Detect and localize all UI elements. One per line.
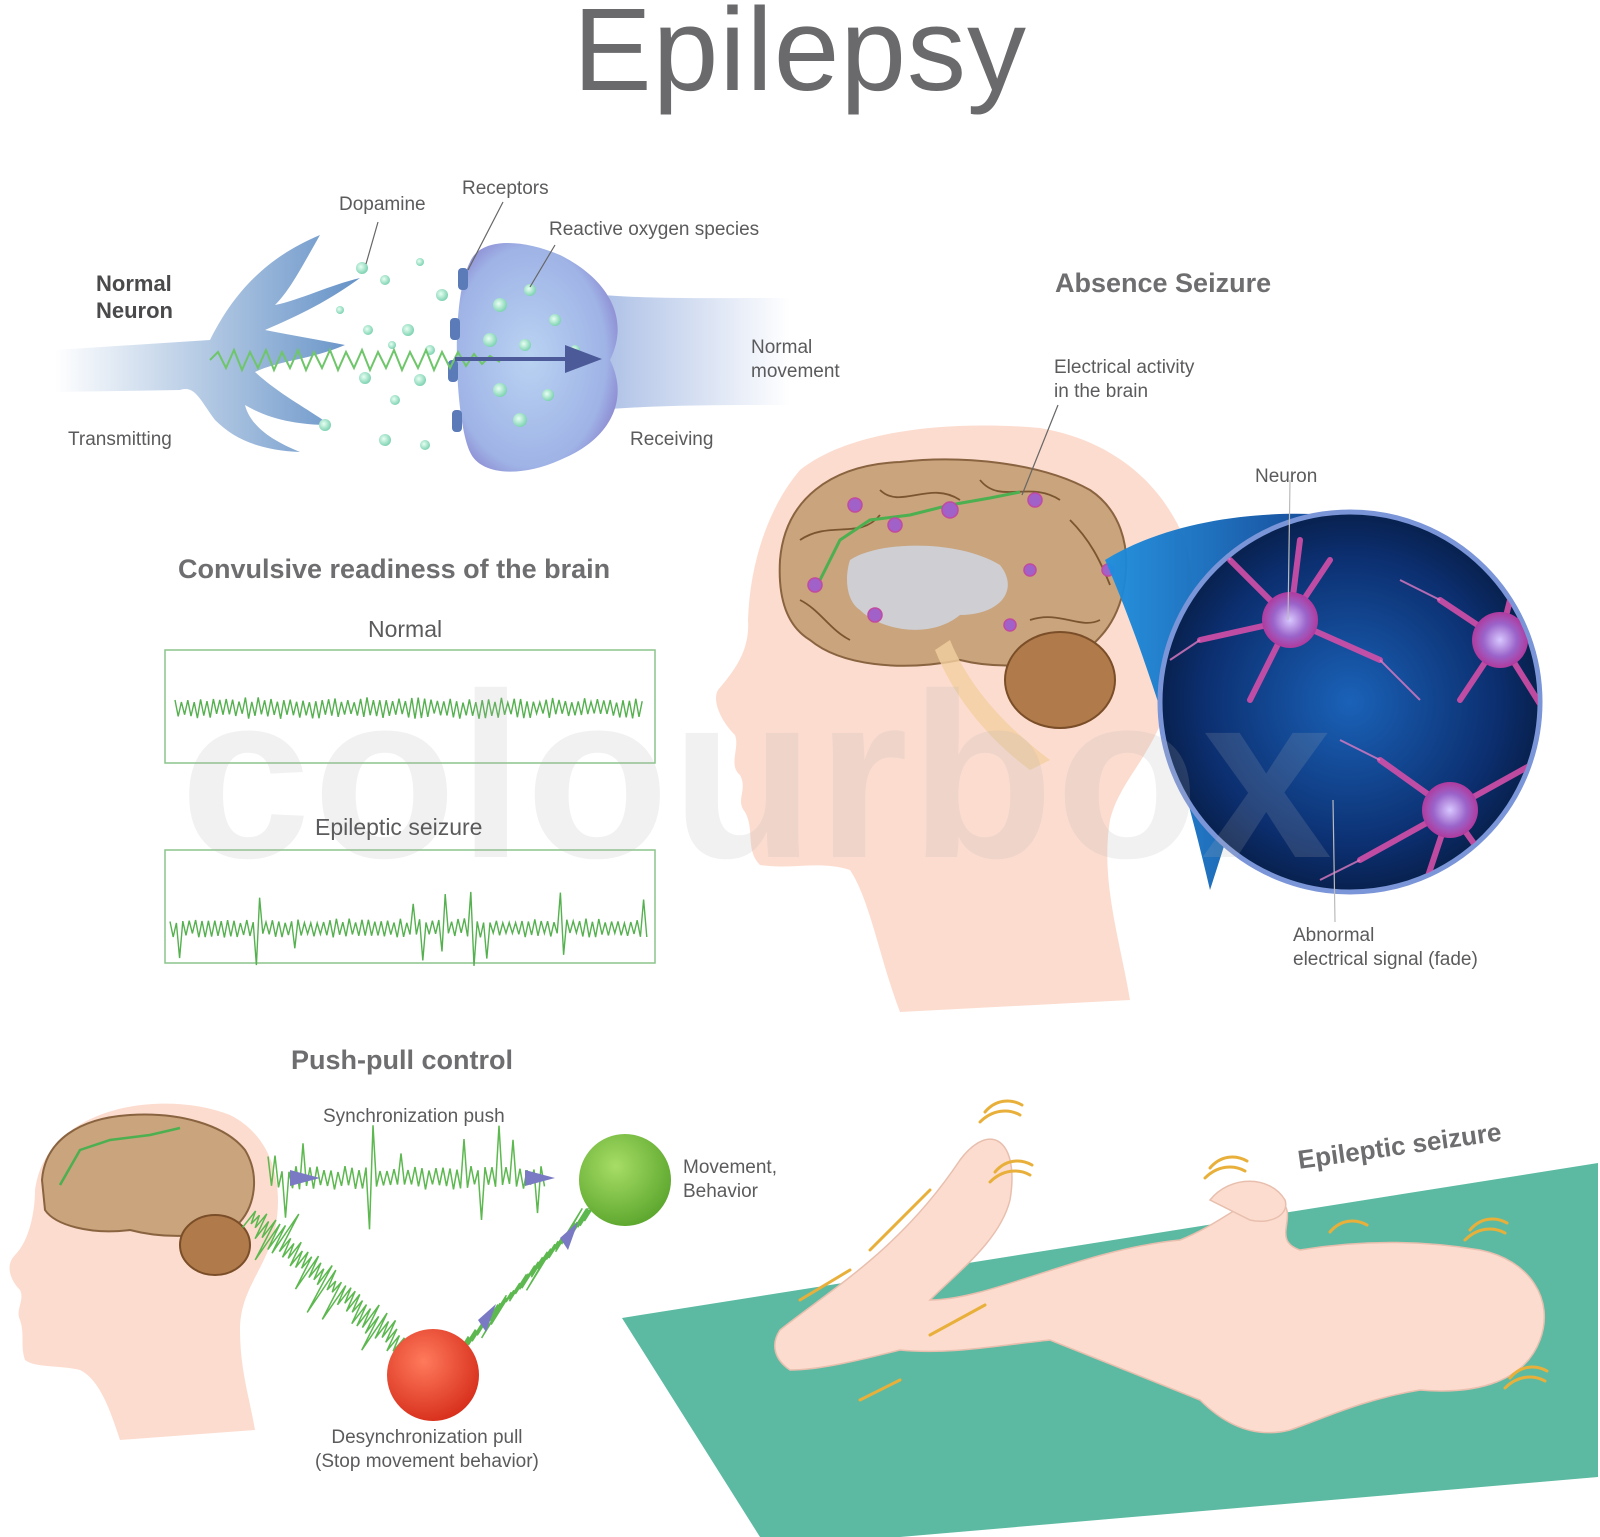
push-pull-diagram: [9, 1103, 671, 1440]
synapse-diagram: [55, 201, 790, 472]
abnormal-signal-line1: Abnormal: [1293, 925, 1375, 946]
ros-leader: [529, 244, 556, 288]
signal-arrow-head: [565, 345, 602, 373]
seizure-eeg-trace: [169, 891, 648, 966]
sync-push-label: Synchronization push: [323, 1106, 505, 1127]
electrical-activity-leader: [1021, 404, 1059, 496]
dopamine-leader: [365, 221, 379, 265]
pull-wave-up: [446, 1189, 604, 1368]
small-cerebellum: [179, 1214, 251, 1276]
dopamine-label: Dopamine: [339, 194, 426, 215]
brain-stem: [935, 640, 1050, 770]
desync-pull-label: Desynchronization pull (Stop movement be…: [315, 1426, 539, 1474]
normal-movement-label: Normal movement: [751, 336, 840, 384]
movement-behavior-line1: Movement,: [683, 1157, 777, 1178]
push-arrow-left: [290, 1170, 320, 1186]
brain-neurons: [807, 492, 1115, 632]
cerebellum: [1004, 631, 1116, 729]
receiving-axon: [560, 290, 790, 415]
convulsive-heading: Convulsive readiness of the brain: [178, 554, 611, 584]
watermark: colourbox: [180, 644, 1334, 907]
abnormal-signal-line2: electrical signal (fade): [1293, 949, 1478, 970]
sync-push-wave: [267, 1125, 546, 1230]
brain-inner: [847, 545, 1008, 630]
brain-gyri: [799, 479, 1111, 641]
receptors-label: Receptors: [462, 178, 549, 199]
normal-neuron-heading-line1: Normal: [96, 271, 172, 296]
seizure-eeg-box: [164, 849, 656, 964]
push-arrow-right: [525, 1170, 555, 1186]
neurotransmitter-dots: [319, 258, 580, 450]
page-title: Epilepsy: [572, 0, 1027, 116]
epileptic-eeg-label: Epileptic seizure: [315, 814, 483, 840]
neuron-label: Neuron: [1255, 466, 1318, 487]
normal-movement-line1: Normal: [751, 337, 813, 358]
neuron-leader: [1287, 479, 1291, 621]
normal-neuron-heading: Normal Neuron: [96, 270, 173, 324]
receptors-leader: [467, 201, 504, 271]
receiving-label: Receiving: [630, 429, 714, 450]
electrical-activity-line2: in the brain: [1054, 381, 1149, 402]
signal-wave: [209, 347, 501, 373]
electrical-activity-trace: [818, 490, 1021, 581]
movement-circle: [579, 1134, 671, 1226]
zoomed-neurons: [1169, 529, 1538, 890]
seizure-scene: [622, 1099, 1598, 1537]
pull-arrow-lower: [478, 1304, 496, 1332]
receptor-sites: [448, 268, 468, 432]
electrical-activity-line1: Electrical activity: [1054, 357, 1195, 378]
desync-pull-line1: Desynchronization pull: [331, 1427, 523, 1448]
normal-movement-line2: movement: [751, 361, 840, 382]
patient-fist: [1208, 1180, 1287, 1222]
pull-arrow-upper: [560, 1222, 578, 1250]
normal-eeg-trace: [174, 697, 643, 719]
convulsion-marks: [798, 1099, 1549, 1402]
desync-pull-line2: (Stop movement behavior): [315, 1451, 539, 1472]
small-brain-activity: [58, 1126, 181, 1186]
electrical-activity-label: Electrical activity in the brain: [1054, 356, 1194, 404]
abnormal-signal-label: Abnormal electrical signal (fade): [1293, 924, 1478, 972]
absence-seizure-heading: Absence Seizure: [1055, 268, 1272, 298]
transmitting-label: Transmitting: [68, 429, 172, 450]
ros-label: Reactive oxygen species: [549, 219, 760, 240]
eeg-panels: [164, 649, 656, 966]
push-pull-heading: Push-pull control: [291, 1045, 513, 1075]
normal-eeg-label: Normal: [368, 616, 443, 642]
desync-circle: [387, 1329, 479, 1421]
patient-body: [774, 1138, 1545, 1434]
abnormal-signal-leader: [1332, 799, 1336, 923]
pull-wave-down: [242, 1210, 422, 1382]
movement-behavior-line2: Behavior: [683, 1181, 758, 1202]
movement-behavior-label: Movement, Behavior: [683, 1156, 777, 1204]
transmitting-neuron-shape: [55, 235, 360, 452]
absence-seizure-head: [715, 404, 1543, 1012]
normal-neuron-heading-line2: Neuron: [96, 298, 173, 323]
